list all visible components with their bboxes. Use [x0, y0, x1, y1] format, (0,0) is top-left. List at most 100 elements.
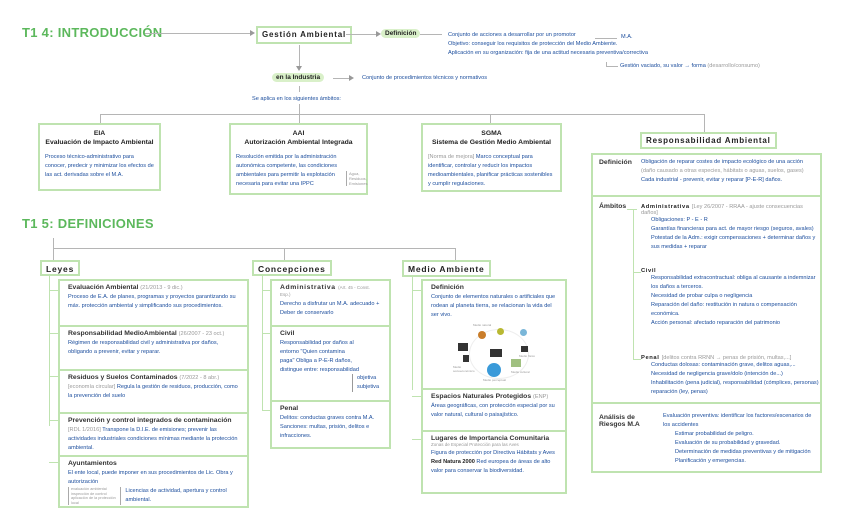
connector [262, 333, 270, 334]
tree-line [100, 114, 704, 115]
card-text: Marco conceptual para identificar, contr… [428, 154, 553, 187]
text-line: Estimar probabilidad de peligro. [675, 431, 754, 437]
medio-ambiente-node: Medio Ambiente [402, 260, 491, 277]
responsabilidad-card: Definición Obligación de reparar costes … [591, 153, 822, 473]
text-line: Obligaciones: P - E - R [651, 217, 708, 223]
definicion-label: Definición [381, 29, 421, 38]
note: (desarrollo/consumo) [707, 63, 760, 69]
card-abbr: EIA [93, 130, 106, 137]
text-line: Obligación de reparar costes de impacto … [641, 159, 804, 165]
connector [420, 34, 442, 35]
note: [delitos contra RRNN → penas de prisión,… [661, 355, 792, 361]
ley-title: Residuos y Suelos Contaminados [68, 374, 178, 381]
concepciones-card: Administrativa (Art. 45 - Const. Esp.) D… [270, 279, 391, 449]
text-line: Planificación y emergencias. [675, 458, 746, 464]
text-line: Garantías financieras para act. de mayor… [651, 226, 814, 232]
card-title: Autorización Ambiental Integrada [244, 139, 353, 146]
section-label: Definición [599, 159, 632, 166]
section-title-introduccion: T1 4: INTRODUCCIÓN [22, 25, 163, 40]
concepcion-item: Penal Delitos: conductas graves contra M… [272, 400, 389, 449]
connector [49, 462, 58, 463]
note: (Art. 45 - Const. Esp.) [280, 285, 370, 297]
ma-label: M.A. [621, 34, 633, 40]
ley-item: Residuos y Suelos Contaminados (7/2022 -… [60, 369, 247, 412]
text-line: Aplicación en su organización: fija de u… [448, 50, 648, 56]
connector [100, 114, 101, 123]
connector [490, 114, 491, 123]
note: [RDL 1/2016] [68, 427, 101, 433]
concepcion-title: Administrativa [280, 284, 336, 291]
ley-text: Licencias de actividad, apertura y contr… [125, 488, 227, 503]
note: inspección de control [71, 491, 107, 496]
medio-title: Lugares de Importancia Comunitaria [431, 435, 550, 442]
resp-analisis: Análisis de Riesgos M.A Evaluación preve… [593, 402, 820, 472]
connector [633, 209, 634, 359]
connector [633, 359, 641, 360]
branch: objetiva [357, 375, 377, 381]
note: (ENP) [533, 394, 549, 400]
connector [299, 45, 300, 67]
ley-item: Evaluación Ambiental (21/2013 - 9 dic.) … [60, 281, 247, 325]
text-line: reparación (ley, penas) [651, 389, 708, 395]
branch: subjetiva [357, 384, 380, 390]
text-line: Necesidad de probar culpa o negligencia [651, 293, 753, 299]
concepcion-text: Responsabilidad por daños al entorno "Qu… [280, 340, 359, 373]
red-natura-label: Red Natura 2000 [431, 459, 475, 465]
connector [455, 248, 456, 260]
note: (7/2022 - 8 abr.) [179, 375, 220, 381]
medio-text: Áreas geográficas, con protección especi… [431, 403, 555, 418]
connector [606, 66, 618, 67]
definicion-text: Conjunto de acciones a desarrollar por u… [448, 31, 678, 58]
ambito-label: Civil [641, 268, 657, 274]
medio-item: Definición Conjunto de elementos natural… [423, 281, 565, 388]
ley-item: Ayuntamientos El ente local, puede impon… [60, 455, 247, 508]
connector [49, 333, 58, 334]
connector [262, 276, 263, 410]
card-note: [Norma de mejora] [428, 154, 475, 160]
factory-icon [490, 349, 502, 357]
connector [412, 439, 421, 440]
globe-icon [487, 363, 501, 377]
medio-ambiente-card: Definición Conjunto de elementos natural… [421, 279, 567, 494]
connector [145, 33, 250, 34]
concepcion-text: Delitos: conductas graves contra M.A. Sa… [280, 415, 375, 439]
connector [299, 86, 300, 92]
connector [633, 272, 641, 273]
concepcion-title: Civil [280, 330, 295, 337]
connector [262, 410, 270, 411]
industria-text: Conjunto de procedimientos técnicos y no… [362, 75, 487, 81]
medio-text: Figura de protección por Directiva Hábit… [431, 450, 555, 456]
person-icon [520, 329, 527, 336]
connector [333, 78, 349, 79]
aai-card: AAI Autorización Ambiental Integrada Res… [229, 123, 368, 195]
medio-title: Definición [431, 284, 464, 291]
monument-icon [511, 359, 521, 367]
ley-title: Evaluación Ambiental [68, 284, 139, 291]
text-line: Conductas dolosas: contaminación grave, … [651, 362, 796, 368]
connector [412, 290, 421, 291]
text-line: Potestad de la Adm.: exigir compensacion… [651, 235, 816, 250]
connector [49, 420, 58, 421]
note: [economía circular] [68, 384, 116, 390]
concepcion-item: Civil Responsabilidad por daños al entor… [272, 325, 389, 400]
connector [49, 290, 58, 291]
medio-text: Red europea de áreas de alto valor para … [431, 459, 551, 474]
money-icon [463, 355, 469, 362]
recursos-line: Gestión vaciado, su valor → forma (desar… [620, 62, 760, 71]
card-title: Evaluación de Impacto Ambiental [45, 139, 154, 146]
note: (26/2007 - 23 oct.) [178, 331, 225, 337]
figure-label: Medio cultural [511, 370, 530, 374]
text-line: Responsabilidad extracontractual: obliga… [651, 275, 816, 290]
concepcion-title: Penal [280, 405, 299, 412]
tree-line [53, 248, 455, 249]
ley-title: Ayuntamientos [68, 460, 117, 467]
ley-text: El ente local, puede imponer en sus proc… [68, 470, 233, 485]
industria-label: en la Industria [272, 73, 325, 82]
connector [704, 114, 705, 132]
building-icon [521, 346, 528, 352]
medio-text: Conjunto de elementos naturales o artifi… [431, 294, 556, 318]
card-text: Resolución emitida por la administración… [236, 154, 338, 187]
connector [49, 376, 58, 377]
ley-text: Transpone la D.I.E. de emisiones; preven… [68, 427, 238, 451]
ley-text: Régimen de responsabilidad civil y admin… [68, 340, 219, 355]
